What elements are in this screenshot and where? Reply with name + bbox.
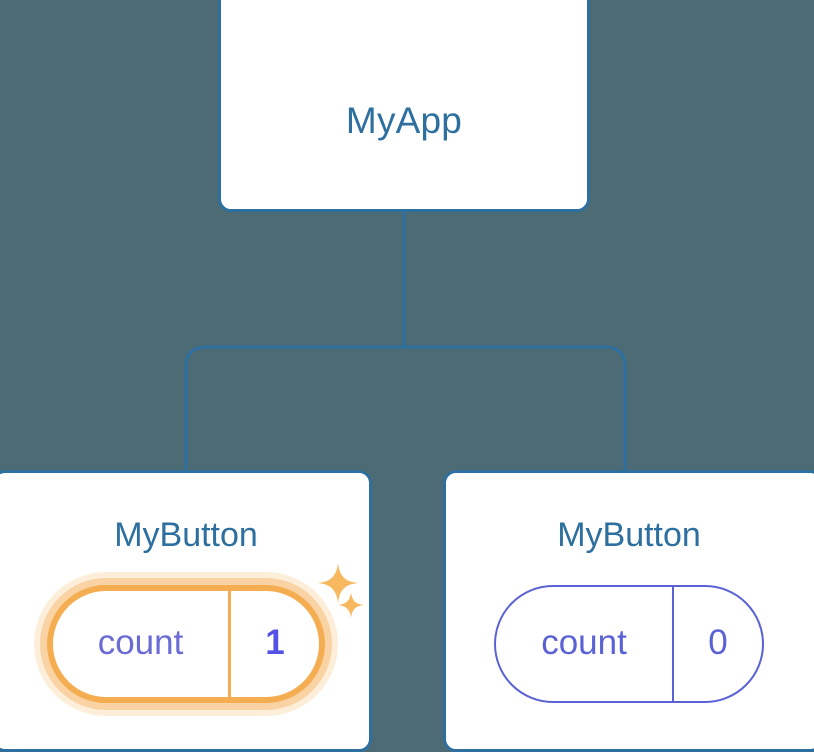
state-pill-right[interactable]: count 0: [494, 585, 764, 703]
node-myapp-title: MyApp: [345, 100, 463, 141]
connector-lines: [184, 211, 627, 472]
node-mybutton-right-title: MyButton: [557, 516, 701, 554]
state-pill-wrap-right: count 0: [446, 585, 812, 703]
state-key-left: count: [97, 622, 184, 662]
state-pill-left[interactable]: count 1: [47, 585, 325, 703]
state-pill-wrap-left: count 1: [3, 585, 369, 703]
node-mybutton-left[interactable]: MyButton count 1: [0, 470, 372, 752]
node-mybutton-left-title: MyButton: [114, 516, 258, 554]
connector-branch-right: [404, 345, 627, 472]
connector-branch-left: [184, 345, 404, 472]
state-pill-divider-left: [228, 591, 231, 697]
state-pill-divider-right: [672, 587, 674, 701]
state-value-right: 0: [708, 622, 728, 662]
node-mybutton-right[interactable]: MyButton count 0: [443, 470, 814, 752]
state-value-left: 1: [265, 622, 285, 662]
node-myapp[interactable]: MyApp: [218, 0, 590, 212]
state-key-right: count: [541, 622, 627, 662]
